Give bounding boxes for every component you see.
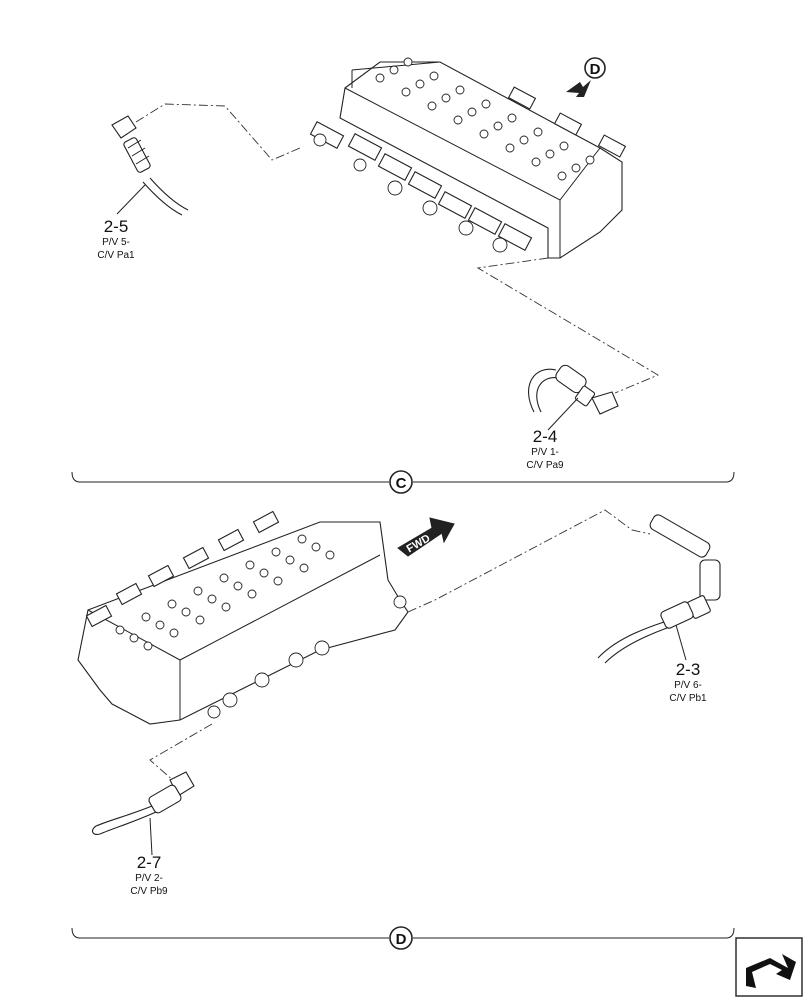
bolt-hole [453, 115, 463, 125]
bolt-hole [505, 143, 515, 153]
hose-2-7 [91, 771, 195, 835]
bolt-hole [221, 602, 231, 612]
bolt-hole [259, 568, 269, 578]
callout-2-4-line1: P/V 1- [531, 447, 559, 458]
bolt-hole [559, 141, 569, 151]
callout-2-7-line1: P/V 2- [135, 873, 163, 884]
bolt-hole [169, 628, 179, 638]
callout-2-3-line1: P/V 6- [674, 680, 702, 691]
bolt-hole [273, 576, 283, 586]
bolt-hole [219, 573, 229, 583]
callout-2-4-line2: C/V Pa9 [526, 460, 564, 471]
hose-2-5 [111, 115, 189, 216]
callout-2-3-line2: C/V Pb1 [669, 693, 707, 704]
bolt-hole [401, 87, 411, 97]
bolt-hole [441, 93, 451, 103]
bolt-hole [519, 135, 529, 145]
hose-2-3 [597, 514, 721, 664]
bolt-hole [429, 71, 439, 81]
fwd-label: FWD [405, 532, 433, 555]
callout-2-7-line2: C/V Pb9 [130, 886, 168, 897]
bolt-hole [297, 534, 307, 544]
view-marker-letter: D [590, 61, 601, 78]
next-page-button[interactable] [735, 937, 803, 997]
bolt-hole [493, 121, 503, 131]
bolt-hole [129, 633, 139, 643]
callout-2-5-line2: C/V Pa1 [97, 250, 135, 261]
bolt-hole [403, 57, 413, 67]
section-d-letter: D [396, 931, 407, 948]
callout-2-5-id: 2-5 [104, 217, 129, 236]
bolt-hole [531, 157, 541, 167]
bolt-hole [427, 101, 437, 111]
bolt-hole [467, 107, 477, 117]
bolt-hole [141, 612, 151, 622]
bolt-hole [299, 563, 309, 573]
section-d-divider: D [71, 926, 735, 950]
bolt-hole [115, 625, 125, 635]
bolt-hole [325, 550, 335, 560]
bolt-hole [155, 620, 165, 630]
bolt-hole [481, 99, 491, 109]
bolt-hole [389, 65, 399, 75]
bolt-hole [585, 155, 595, 165]
bolt-hole [247, 589, 257, 599]
bolt-hole [375, 73, 385, 83]
bolt-hole [479, 129, 489, 139]
bolt-hole [207, 594, 217, 604]
bolt-hole [533, 127, 543, 137]
view-d-marker: D [566, 57, 606, 97]
bolt-hole [233, 581, 243, 591]
hose-2-4 [528, 364, 619, 415]
section-c-divider: C [71, 470, 735, 494]
bolt-hole [167, 599, 177, 609]
bolt-hole [455, 85, 465, 95]
bolt-hole [181, 607, 191, 617]
bolt-hole [571, 163, 581, 173]
bolt-hole [285, 555, 295, 565]
callout-2-3-id: 2-3 [676, 660, 701, 679]
bolt-hole [195, 615, 205, 625]
callout-2-4-id: 2-4 [533, 427, 558, 446]
bolt-hole [557, 171, 567, 181]
control-valve-bottom [77, 510, 409, 725]
section-c-letter: C [396, 475, 407, 492]
bolt-hole [193, 586, 203, 596]
bolt-hole [507, 113, 517, 123]
bolt-hole [415, 79, 425, 89]
bolt-hole [271, 547, 281, 557]
callout-2-5-line1: P/V 5- [102, 237, 130, 248]
bolt-hole [311, 542, 321, 552]
bolt-hole [245, 560, 255, 570]
bolt-hole [545, 149, 555, 159]
next-page-arrow-icon [746, 954, 796, 988]
callout-2-7-id: 2-7 [137, 853, 162, 872]
bolt-hole [143, 641, 153, 651]
control-valve-top [309, 57, 627, 259]
fwd-direction-arrow: FWD [397, 517, 455, 557]
